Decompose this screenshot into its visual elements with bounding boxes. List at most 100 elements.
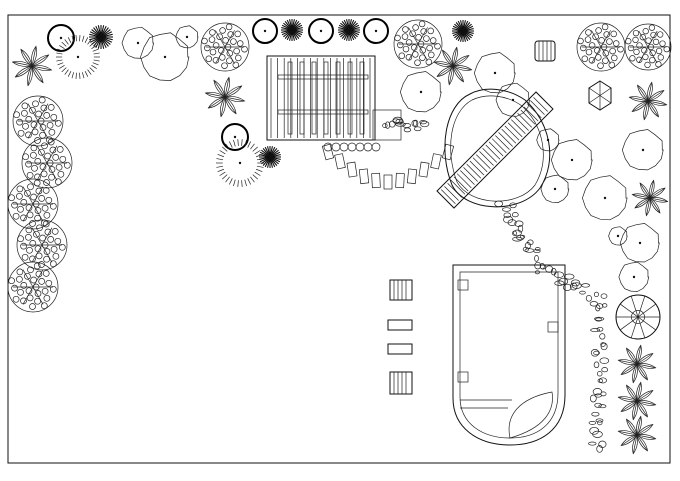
bridge-plank bbox=[491, 138, 507, 154]
palm-tree bbox=[628, 81, 668, 121]
pebble bbox=[512, 236, 523, 242]
deciduous-tree bbox=[536, 128, 560, 152]
bridge-plank bbox=[495, 135, 510, 150]
pebble bbox=[596, 326, 604, 332]
pebble bbox=[601, 367, 609, 373]
pebble bbox=[509, 202, 517, 209]
bridge-plank bbox=[514, 116, 529, 131]
bridge-plank bbox=[501, 128, 517, 144]
pebble bbox=[411, 119, 418, 127]
deciduous-tree bbox=[121, 26, 155, 59]
deciduous-tree bbox=[399, 71, 442, 113]
pebble bbox=[534, 261, 542, 270]
pebble bbox=[597, 378, 603, 383]
conifer bbox=[452, 20, 474, 42]
dense-tree bbox=[393, 19, 443, 69]
palm-tree bbox=[617, 415, 657, 455]
bridge-plank bbox=[463, 167, 478, 182]
circled-tree bbox=[363, 18, 389, 44]
pebble bbox=[395, 118, 404, 125]
sun-loungers bbox=[387, 279, 413, 395]
pebble bbox=[595, 418, 604, 423]
palm-tree bbox=[617, 344, 657, 384]
pebble bbox=[403, 127, 412, 133]
gazebo bbox=[588, 80, 612, 111]
stepping-stone bbox=[430, 153, 442, 170]
circled-tree bbox=[47, 24, 75, 52]
circled-tree bbox=[308, 18, 334, 44]
bridge-plank bbox=[444, 186, 459, 201]
deciduous-tree bbox=[540, 174, 570, 203]
pebble bbox=[591, 411, 600, 417]
hedge-row bbox=[323, 142, 381, 152]
pebble bbox=[595, 317, 603, 322]
pebble bbox=[598, 404, 607, 409]
pebble bbox=[602, 303, 608, 308]
bridge-plank bbox=[511, 119, 526, 134]
pergola bbox=[266, 55, 402, 141]
dense-tree bbox=[576, 22, 626, 72]
pebble bbox=[600, 293, 608, 299]
deciduous-tree bbox=[550, 139, 593, 181]
palm-tree bbox=[11, 45, 53, 87]
pergola-beam bbox=[359, 61, 365, 135]
pebble bbox=[382, 123, 388, 128]
deciduous-tree bbox=[608, 226, 628, 246]
bridge-plank bbox=[533, 97, 548, 112]
palm-tree bbox=[631, 179, 669, 217]
dense-tree bbox=[21, 137, 73, 189]
bridge-plank bbox=[476, 154, 491, 169]
pebble bbox=[593, 291, 599, 298]
conifer bbox=[338, 19, 360, 41]
pebble bbox=[590, 349, 600, 357]
pebble bbox=[507, 219, 517, 226]
deciduous-tree bbox=[618, 261, 650, 292]
stepping-stone bbox=[346, 161, 358, 178]
pebble bbox=[599, 333, 606, 340]
pebble bbox=[494, 200, 504, 207]
pebble bbox=[598, 440, 607, 448]
pebble bbox=[517, 224, 524, 233]
pebble bbox=[585, 294, 592, 302]
pebble bbox=[563, 283, 572, 291]
bridge-plank bbox=[469, 160, 485, 176]
stepping-stone bbox=[383, 174, 393, 190]
pebble bbox=[588, 421, 597, 425]
stepping-stone bbox=[334, 153, 346, 170]
bridge-plank bbox=[456, 173, 472, 189]
pebble bbox=[598, 377, 607, 384]
ring-tree bbox=[216, 139, 264, 187]
stepping-stones bbox=[321, 143, 455, 190]
bridge-plank bbox=[507, 122, 523, 138]
bridge-plank bbox=[520, 109, 536, 125]
bridge-plank bbox=[526, 103, 542, 119]
bridge-plank bbox=[472, 157, 488, 173]
pebble bbox=[539, 263, 545, 270]
pebble bbox=[402, 123, 412, 128]
dense-tree bbox=[200, 22, 250, 72]
deciduous-tree bbox=[621, 129, 664, 171]
barrel-planter bbox=[534, 40, 556, 62]
dense-tree bbox=[624, 23, 672, 71]
pebble bbox=[581, 283, 590, 288]
pebble bbox=[597, 420, 603, 426]
pebble bbox=[503, 212, 512, 218]
bridge-plank bbox=[447, 182, 463, 198]
bridge-plank bbox=[466, 163, 482, 179]
swimming-pool bbox=[452, 264, 566, 446]
pebble bbox=[563, 273, 575, 280]
pebble bbox=[392, 116, 403, 125]
pebble bbox=[592, 388, 603, 396]
pebble bbox=[599, 357, 610, 364]
pebble bbox=[527, 239, 534, 246]
circled-tree bbox=[221, 123, 249, 151]
dense-tree bbox=[12, 95, 64, 147]
pebble bbox=[594, 402, 602, 408]
pebble bbox=[554, 280, 565, 286]
pebble bbox=[520, 234, 526, 239]
pebble bbox=[590, 328, 601, 333]
pebble bbox=[389, 120, 396, 128]
pebble bbox=[553, 271, 564, 278]
pebble bbox=[589, 426, 600, 435]
